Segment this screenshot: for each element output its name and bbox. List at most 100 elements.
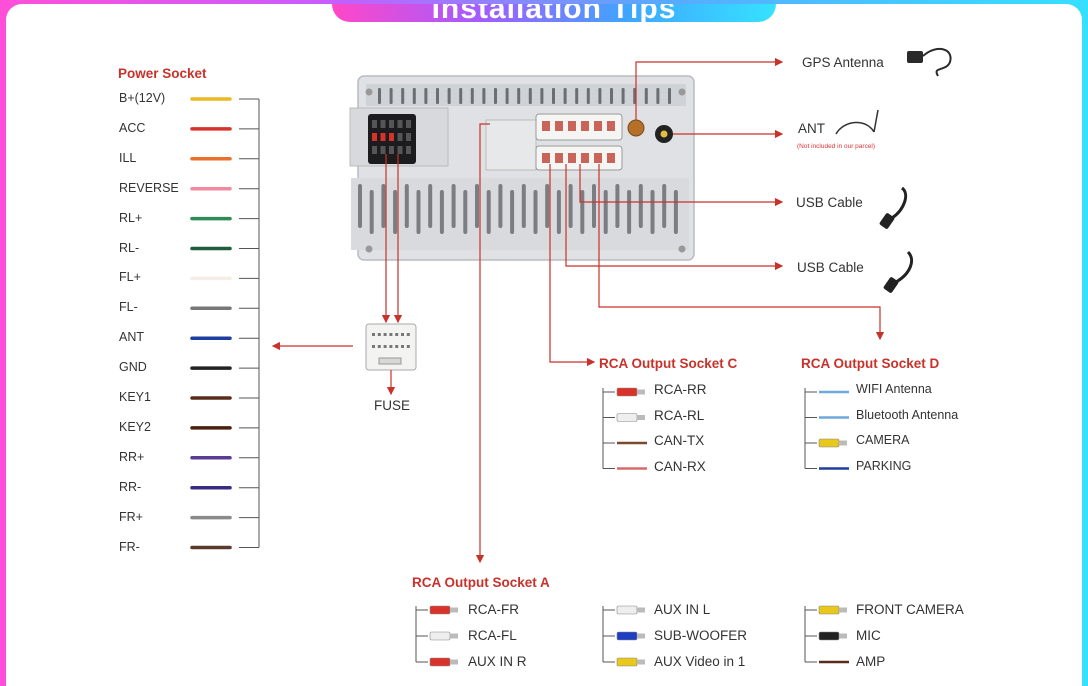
connector-pin (372, 146, 377, 154)
socket-a2-item-label: AUX Video in 1 (654, 654, 746, 669)
socket-a3-item-label: AMP (856, 654, 886, 669)
power-wire-label: RL+ (119, 210, 143, 225)
connector-pin (380, 146, 386, 154)
socket-d-item-label: CAMERA (856, 433, 910, 447)
head-unit-bottom (351, 178, 689, 250)
fuse-tab (378, 357, 402, 365)
power-socket-header: Power Socket (118, 66, 207, 81)
socket-d-item-label: PARKING (856, 458, 912, 473)
connector-pin (406, 146, 411, 154)
heat-fin (510, 190, 515, 234)
socket-c-item-label: CAN-RX (654, 458, 706, 474)
power-wire-label: ACC (119, 120, 146, 135)
vent-slot (494, 88, 497, 104)
heat-fin (521, 184, 526, 228)
socket-a-header: RCA Output Socket A (412, 575, 550, 590)
heat-fin (556, 190, 561, 234)
heat-fin (533, 190, 538, 234)
vent-slot (552, 88, 555, 104)
rca-connector-top (535, 113, 623, 141)
power-wire-label: FR- (119, 539, 140, 554)
connector-pin (397, 146, 403, 154)
power-wire-label: FL- (119, 300, 138, 315)
fuse-label: FUSE (374, 398, 411, 413)
rca-pin (607, 153, 615, 163)
power-wire-label: REVERSE (119, 180, 179, 195)
vent-slot (482, 88, 486, 104)
heat-fin (580, 190, 585, 234)
socket-a3-rca-tip (839, 607, 847, 613)
heat-fin (545, 184, 550, 228)
gps-port (627, 119, 645, 137)
connector-pin (406, 120, 411, 128)
connector-pin (389, 133, 394, 141)
socket-a3-item-label: FRONT CAMERA (856, 602, 964, 617)
vent-slot (459, 88, 463, 104)
vent-slot (401, 88, 405, 104)
ant-icon (835, 121, 875, 135)
socket-a-rca-plug (429, 631, 451, 641)
socket-a-rca-plug (429, 605, 451, 615)
vent-slot (621, 88, 625, 104)
vent-slot (598, 88, 602, 104)
socket-d-rca-tip (839, 440, 847, 446)
wiring-diagram (190, 47, 952, 667)
fuse-pin (383, 333, 387, 336)
diagram-frame: Installation Tips Power Socket B+(12V)AC… (6, 4, 1082, 686)
fuse-pin (395, 345, 399, 348)
ant-whip-icon (873, 109, 879, 133)
usb-cable-1-label: USB Cable (796, 195, 863, 210)
screw (365, 88, 373, 96)
vent-slot (610, 88, 613, 104)
fuse-pin (383, 345, 387, 348)
rca-pin (568, 121, 576, 131)
socket-a2-rca-plug (616, 605, 638, 615)
vent-slot (447, 88, 451, 104)
connector-pin (372, 133, 377, 141)
usb2-arrow (565, 164, 784, 271)
vent-slot (412, 88, 416, 104)
power-wire-label: RL- (119, 240, 140, 255)
socket-c-item-label: RCA-RL (654, 407, 705, 423)
rca-pin (542, 153, 550, 163)
socket-a2-rca-tip (637, 659, 645, 665)
socket-a2-item-label: AUX IN L (654, 602, 711, 617)
socket-a-rca-plug (429, 657, 451, 667)
heat-fin (404, 184, 409, 228)
socket-d-item-label: WIFI Antenna (856, 382, 932, 396)
usb-plug-icon (883, 277, 899, 293)
rca-pin (555, 153, 563, 163)
socket-d-item-label: Bluetooth Antenna (856, 407, 959, 422)
connector-pin (389, 146, 394, 154)
socket-a2-rca-tip (637, 633, 645, 639)
socket-a-item-label: AUX IN R (468, 654, 527, 669)
heat-fin (498, 184, 503, 228)
socket-c-header: RCA Output Socket C (599, 356, 738, 371)
bracket (485, 119, 537, 171)
heat-fin (603, 190, 608, 234)
heat-fin (662, 184, 667, 228)
vent-slot (470, 88, 474, 104)
fuse-pin (401, 345, 404, 348)
socket-c-rca-plug (616, 387, 638, 397)
fuse-pin (406, 333, 410, 336)
ant-port-pin (660, 130, 668, 138)
socket-a-arrow (475, 123, 490, 564)
socket-c-rca-tip (637, 415, 645, 420)
fuse-pin (377, 345, 381, 348)
power-wire-label: GND (119, 360, 147, 375)
fuse-pin (389, 345, 393, 348)
fuse-pin (395, 333, 399, 336)
socket-a2-rca-plug (616, 657, 638, 667)
socket-a3-item-label: MIC (856, 628, 881, 643)
socket-c-item-label: RCA-RR (654, 382, 707, 397)
ant-note: (Not included in our parcel) (797, 143, 876, 150)
heat-fin (673, 190, 678, 234)
usb-cable-icon (891, 186, 908, 220)
usb-cable-icon (895, 250, 913, 284)
screw (365, 245, 373, 253)
socket-a-item-label: RCA-FR (468, 602, 519, 617)
heat-fin (358, 184, 362, 228)
vent-slot (644, 88, 648, 104)
page-title: Installation Tips (332, 4, 776, 24)
